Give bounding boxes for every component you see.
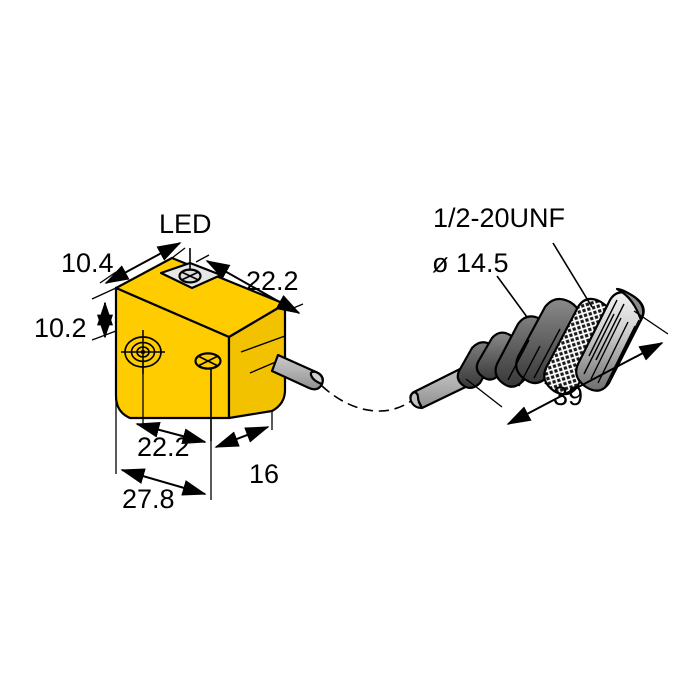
mounting-screw-front bbox=[194, 352, 222, 370]
dimension-label-10-2: 10.2 bbox=[34, 313, 87, 343]
sensor-seam-line bbox=[115, 287, 230, 338]
dimension-label-22-2-top: 22.2 bbox=[246, 266, 299, 296]
dimension-39: 39 bbox=[465, 310, 669, 425]
thread-label: 1/2-20UNF bbox=[433, 203, 565, 233]
dimension-label-27-8: 27.8 bbox=[122, 484, 175, 514]
dimension-10-4: 10.4 bbox=[61, 242, 186, 284]
dimension-label-22-2-holes: 22.2 bbox=[137, 432, 190, 462]
thread-leader-line bbox=[552, 242, 593, 308]
cable-stub-sensor bbox=[270, 353, 324, 391]
dimension-label-16: 16 bbox=[249, 459, 279, 489]
mounting-screw-top bbox=[178, 268, 202, 284]
sensor-side-face bbox=[227, 302, 287, 420]
sensor-body bbox=[114, 256, 324, 420]
dimension-label-39: 39 bbox=[553, 381, 583, 411]
sensor-notch-detail bbox=[240, 335, 286, 374]
dimension-label-10-4: 10.4 bbox=[61, 248, 114, 278]
led-label: LED bbox=[159, 209, 212, 239]
dimension-27-8: 27.8 bbox=[115, 300, 212, 514]
diameter-label: ø 14.5 bbox=[432, 248, 509, 278]
diameter-leader-line bbox=[496, 275, 528, 318]
strain-relief bbox=[456, 331, 517, 390]
dimension-10-2: 10.2 bbox=[34, 287, 117, 343]
dimension-22-2-top: 22.2 bbox=[195, 254, 304, 314]
